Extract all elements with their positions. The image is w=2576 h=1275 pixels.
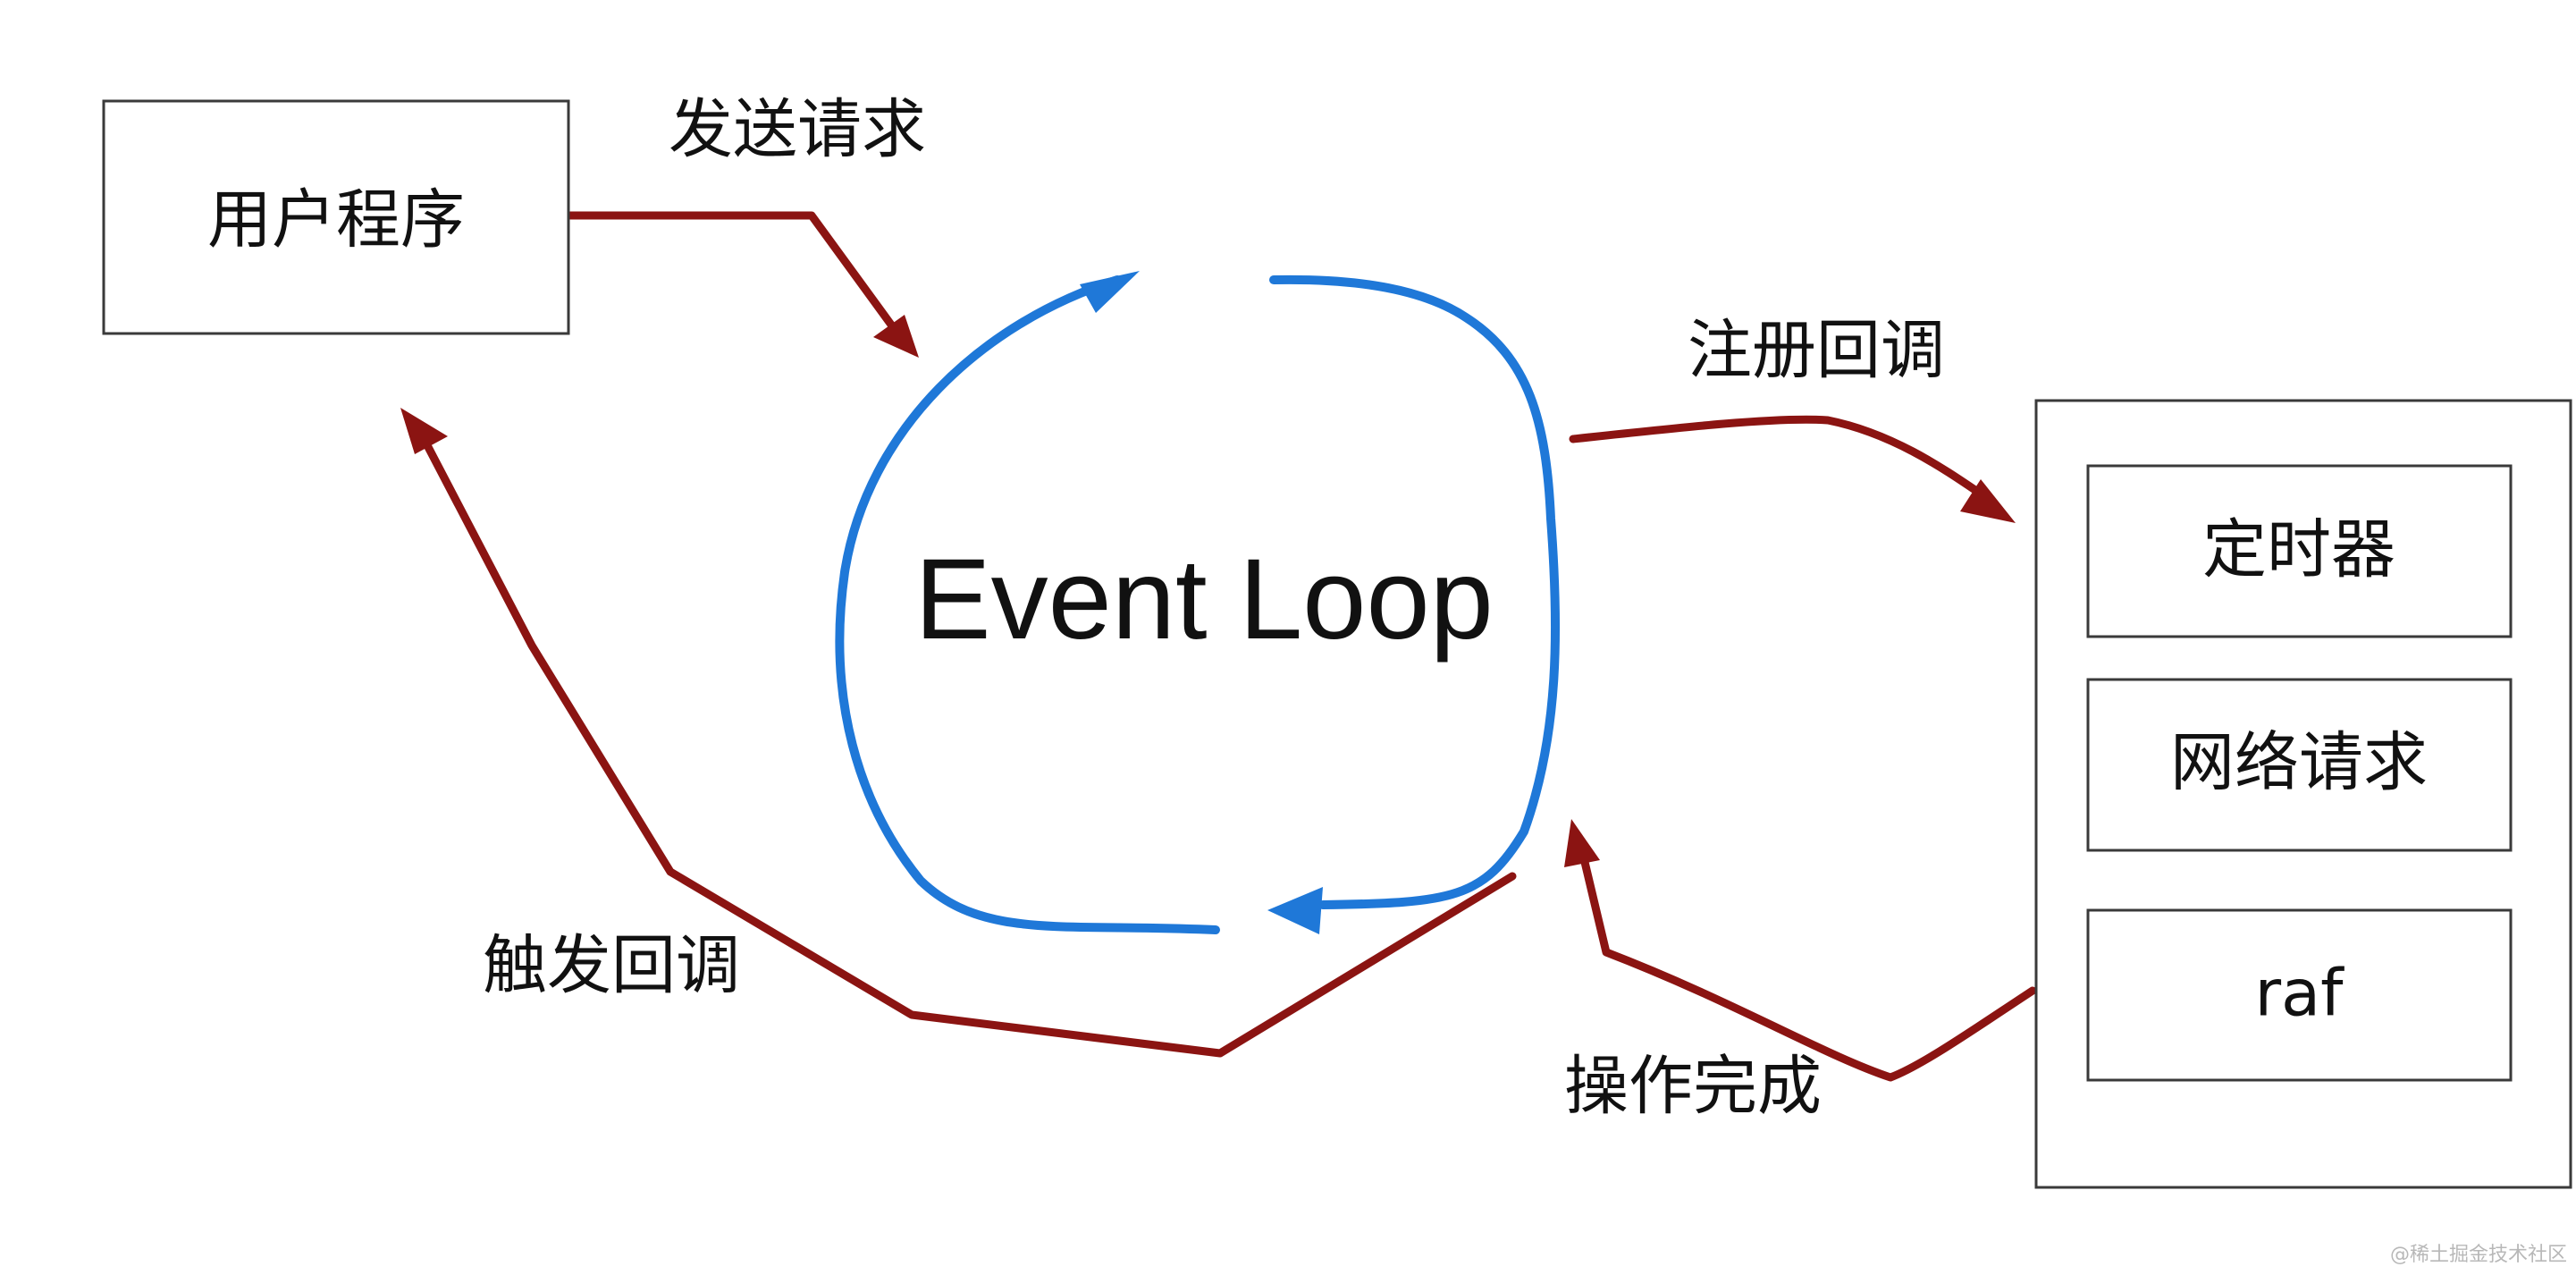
register-callback-arrow	[1569, 415, 1989, 501]
network-request-label: 网络请求	[2170, 725, 2428, 800]
user-program-box	[102, 99, 570, 335]
send-request-arrowhead	[873, 315, 919, 358]
event-loop-cycle	[835, 271, 1561, 934]
send-request-arrow	[566, 211, 900, 335]
async-operations-panel: 定时器 网络请求 raf	[2034, 399, 2572, 1189]
trigger-callback-arrowhead	[400, 408, 448, 454]
timer-box	[2086, 464, 2513, 638]
operation-complete-label: 操作完成	[1564, 1049, 1822, 1124]
raf-box	[2086, 908, 2513, 1082]
user-program-node: 用户程序	[102, 99, 570, 335]
flow-arrows	[400, 211, 2037, 1082]
operation-complete-arrowhead	[1564, 819, 1600, 867]
trigger-callback-arrow	[423, 441, 1517, 1058]
trigger-callback-label: 触发回调	[483, 928, 740, 1003]
timer-label: 定时器	[2202, 512, 2395, 587]
loop-arc-right	[1269, 274, 1561, 909]
operation-complete-arrow	[1579, 854, 2037, 1082]
network-request-box	[2086, 678, 2513, 852]
watermark: @稀土掘金技术社区	[2390, 1244, 2567, 1266]
register-callback-label: 注册回调	[1688, 313, 1945, 388]
loop-arc-top-left	[835, 275, 1220, 934]
loop-arrowhead-top	[1080, 271, 1140, 313]
register-callback-arrowhead	[1960, 479, 2016, 523]
user-program-label: 用户程序	[207, 182, 465, 258]
event-loop-label: Event Loop	[914, 536, 1494, 663]
send-request-label: 发送请求	[669, 92, 926, 167]
raf-label: raf	[2254, 956, 2344, 1031]
loop-arrowhead-bottom	[1267, 887, 1323, 934]
